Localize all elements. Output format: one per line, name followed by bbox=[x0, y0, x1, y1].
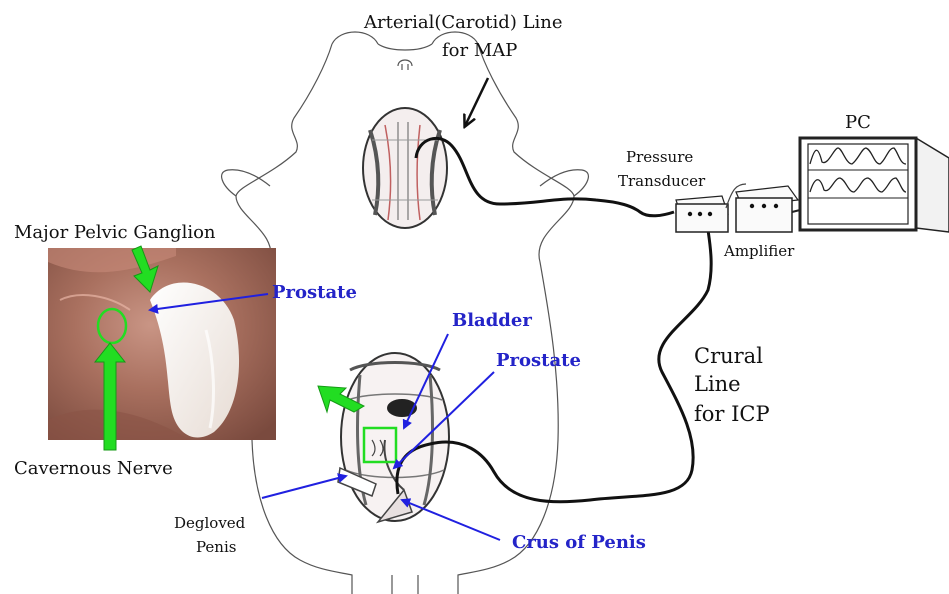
pressure-transducer-box bbox=[676, 196, 728, 232]
penis-label: Penis bbox=[196, 540, 236, 555]
neck-incision bbox=[363, 108, 447, 228]
arterial-line-arrow bbox=[465, 78, 488, 126]
degloved-penis-pointer bbox=[262, 476, 346, 498]
crus-of-penis-label: Crus of Penis bbox=[512, 534, 646, 552]
abdominal-incision bbox=[338, 353, 449, 522]
prostate-body-label: Prostate bbox=[496, 352, 581, 370]
bladder-label: Bladder bbox=[452, 312, 532, 330]
amplifier-label: Amplifier bbox=[724, 244, 794, 259]
arterial-line-label: Arterial(Carotid) Line bbox=[364, 14, 563, 32]
crural-label: Crural bbox=[694, 346, 763, 367]
pc-label: PC bbox=[845, 114, 871, 132]
for-map-label: for MAP bbox=[442, 42, 517, 60]
crus-pointer bbox=[402, 500, 500, 540]
rat-nose-icon bbox=[398, 60, 412, 70]
pc-monitor bbox=[800, 138, 949, 232]
major-pelvic-ganglion-label: Major Pelvic Ganglion bbox=[14, 224, 216, 242]
line-label: Line bbox=[694, 374, 741, 395]
for-icp-label: for ICP bbox=[694, 404, 770, 425]
pressure-label: Pressure bbox=[626, 150, 693, 165]
transducer-label: Transducer bbox=[618, 174, 705, 189]
cavernous-nerve-label: Cavernous Nerve bbox=[14, 460, 173, 478]
degloved-label: Degloved bbox=[174, 516, 245, 531]
amplifier-box bbox=[736, 186, 798, 232]
prostate-photo-label: Prostate bbox=[272, 284, 357, 302]
surgical-photo bbox=[48, 248, 276, 440]
